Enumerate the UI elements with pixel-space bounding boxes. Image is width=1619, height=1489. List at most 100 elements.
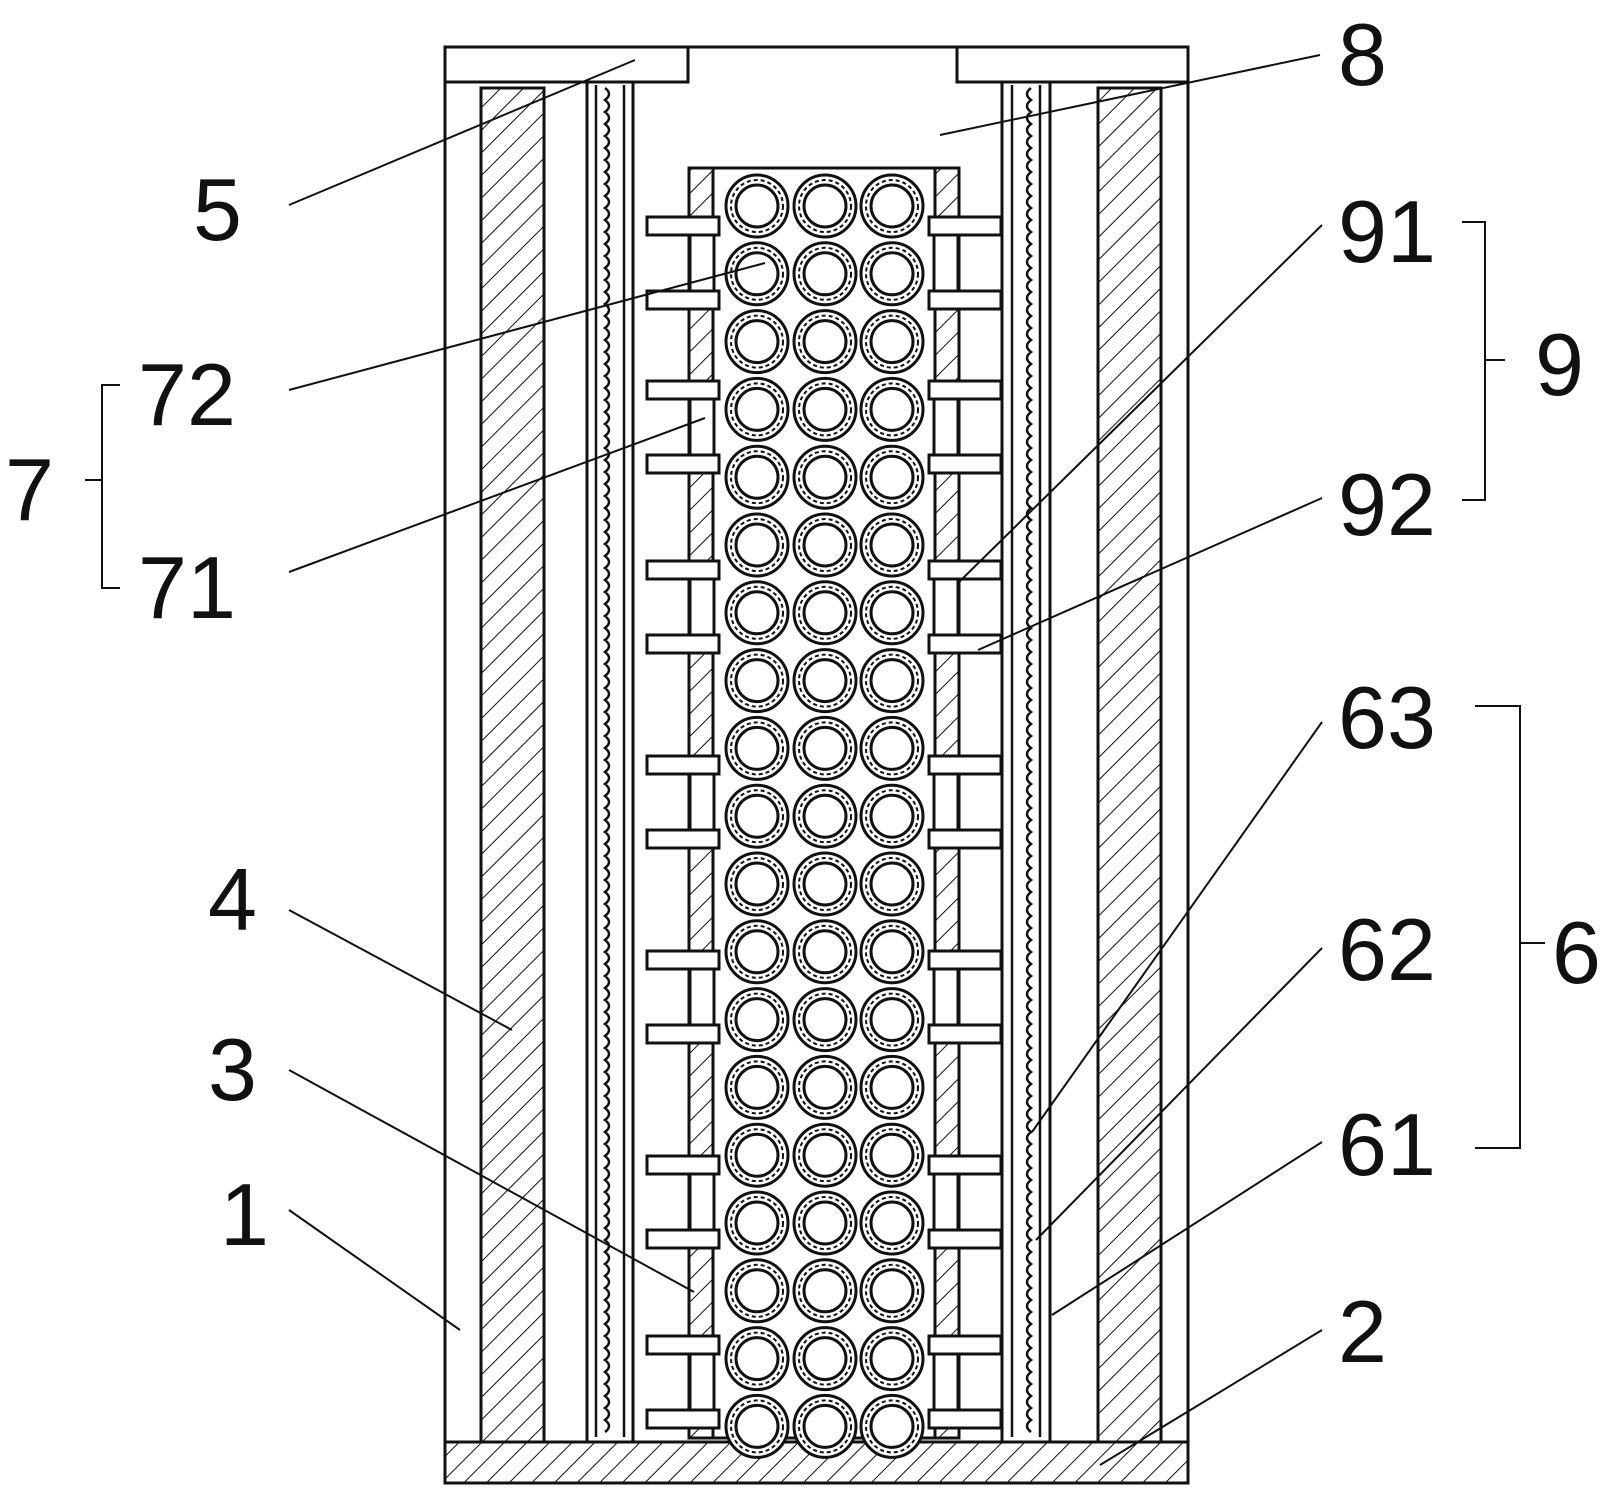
leader-71 — [288, 417, 706, 573]
clamp-left-slot — [688, 577, 716, 637]
tube-inner — [869, 454, 915, 500]
tube-inner — [869, 386, 915, 432]
tube-ring — [798, 179, 852, 233]
tube-ring — [798, 721, 852, 776]
clamp-left-top — [645, 1154, 721, 1176]
insulation-left — [479, 86, 546, 1444]
tube-inner — [734, 1200, 780, 1246]
clamp-left-slot — [688, 967, 716, 1027]
clamp-right-slot — [932, 1172, 960, 1232]
tube-inner — [802, 793, 848, 839]
tube-inner — [802, 522, 848, 568]
tube-inner — [802, 1200, 848, 1246]
tube-inner — [734, 658, 780, 704]
clamp-right-slot — [932, 397, 960, 457]
tube-inner — [869, 183, 915, 229]
tube-inner — [802, 1336, 848, 1382]
clamp-right-bottom — [927, 289, 1003, 311]
tube-inner — [869, 997, 915, 1043]
tube-inner — [734, 454, 780, 500]
tube-inner — [802, 251, 848, 297]
tube-inner — [869, 1200, 915, 1246]
leader-62 — [1035, 947, 1323, 1241]
leader-2 — [1099, 1329, 1323, 1466]
bracket-6 — [1475, 705, 1521, 1149]
tube-inner — [734, 861, 780, 907]
clamp-left-bottom — [645, 1408, 721, 1430]
tube-ring — [865, 1196, 919, 1250]
tube-ring — [730, 789, 784, 844]
tube-inner — [802, 997, 848, 1043]
tube-ring — [865, 789, 919, 844]
tube-ring — [865, 653, 919, 708]
tube-ring — [730, 450, 784, 505]
tube-inner — [734, 1132, 780, 1178]
tube-ring — [798, 314, 852, 369]
clamp-right-bottom — [927, 1228, 1003, 1250]
tube-ring — [865, 314, 919, 369]
top-cover-left — [443, 45, 690, 84]
label-61: 61 — [1338, 1095, 1436, 1194]
bellows-wave — [1025, 87, 1034, 1433]
clamp-right-top — [927, 1334, 1003, 1356]
bracket-7 — [101, 384, 120, 589]
tube-ring — [730, 1263, 784, 1318]
tube-ring — [798, 246, 852, 301]
tube-inner — [734, 1064, 780, 1110]
tube-inner — [802, 1132, 848, 1178]
clamp-left-top — [645, 215, 721, 237]
tube-ring — [865, 450, 919, 505]
leader-63 — [1031, 721, 1323, 1133]
tube-ring — [798, 653, 852, 708]
tube-ring — [798, 1060, 852, 1115]
tube-inner — [802, 454, 848, 500]
tube-ring — [865, 857, 919, 911]
tube-ring — [798, 1263, 852, 1318]
clamp-left-top — [645, 379, 721, 401]
leader-8 — [939, 54, 1321, 136]
tube-inner — [802, 1064, 848, 1110]
tube-inner — [734, 725, 780, 771]
tube-ring — [865, 179, 919, 233]
label-91: 91 — [1338, 182, 1436, 281]
tube-inner — [869, 658, 915, 704]
label-3: 3 — [208, 1020, 257, 1119]
tube-inner — [734, 1403, 780, 1449]
tube-ring — [730, 585, 784, 640]
leader-61 — [1051, 1141, 1323, 1316]
clamp-right-slot — [932, 967, 960, 1027]
clamp-right-slot — [932, 577, 960, 637]
tube-ring — [865, 992, 919, 1047]
label-9: 9 — [1535, 315, 1584, 414]
label-1: 1 — [220, 1165, 269, 1264]
tube-ring — [798, 382, 852, 437]
tube-inner — [802, 861, 848, 907]
clamp-right-slot — [932, 233, 960, 293]
tube-inner — [802, 1403, 848, 1449]
tube-ring — [865, 721, 919, 776]
leader-1 — [288, 1209, 461, 1331]
tube-ring — [865, 1331, 919, 1386]
clamp-left-bottom — [645, 633, 721, 655]
clamp-right-bottom — [927, 1023, 1003, 1045]
tube-ring — [730, 992, 784, 1047]
clamp-right-top — [927, 754, 1003, 776]
tube-ring — [730, 1060, 784, 1115]
clamp-left-bottom — [645, 828, 721, 850]
tube-ring — [798, 857, 852, 911]
label-92: 92 — [1338, 455, 1436, 554]
insulation-right — [1096, 86, 1163, 1444]
clamp-right-top — [927, 949, 1003, 971]
tube-inner — [734, 590, 780, 636]
tube-inner — [802, 1268, 848, 1314]
tube-inner — [734, 793, 780, 839]
leader-4 — [288, 909, 513, 1031]
clamp-left-bottom — [645, 1228, 721, 1250]
bracket-9 — [1462, 221, 1486, 501]
tube-inner — [869, 251, 915, 297]
tube-ring — [798, 585, 852, 640]
tube-inner — [802, 929, 848, 975]
tube-ring — [798, 924, 852, 979]
leader-91 — [957, 224, 1323, 584]
